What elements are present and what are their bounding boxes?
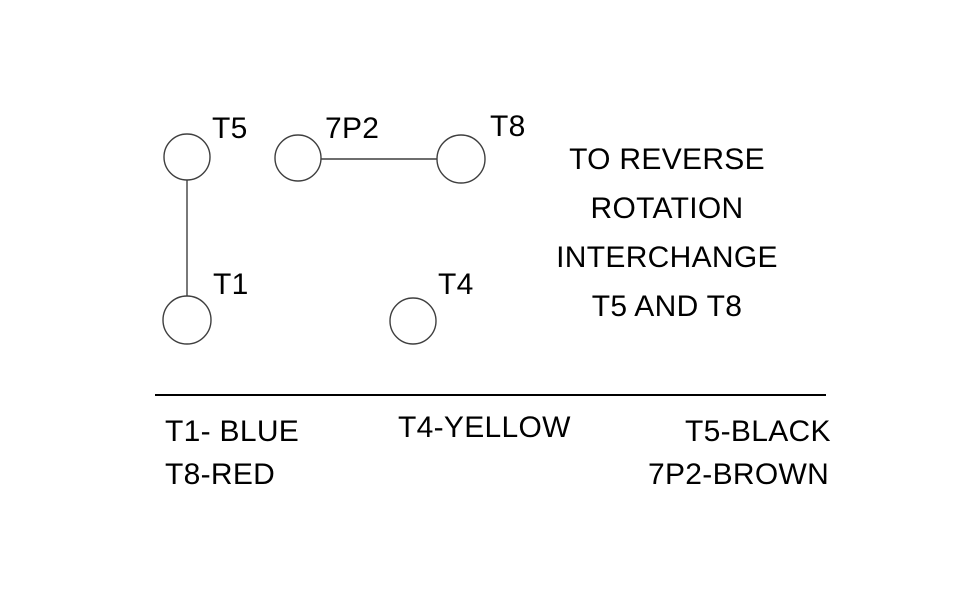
- legend-item-t4-yellow: T4-YELLOW: [398, 411, 571, 444]
- reverse-rotation-note: TO REVERSE ROTATION INTERCHANGE T5 AND T…: [517, 135, 817, 331]
- terminal-label-t1: T1: [213, 268, 249, 301]
- terminal-t8-circle: [436, 134, 486, 184]
- terminal-label-t4: T4: [438, 268, 474, 301]
- terminal-t5-circle: [163, 133, 211, 181]
- legend-item-7p2-brown: 7P2-BROWN: [648, 458, 830, 491]
- terminal-label-t5: T5: [212, 112, 248, 145]
- legend-item-t5-black: T5-BLACK: [685, 415, 831, 448]
- terminal-t4-circle: [389, 297, 437, 345]
- terminal-7p2-circle: [274, 134, 322, 182]
- terminal-t1-circle: [162, 295, 212, 345]
- terminal-label-t8: T8: [490, 110, 526, 143]
- note-line-4: T5 AND T8: [591, 290, 743, 323]
- legend-item-t8-red: T8-RED: [165, 458, 276, 491]
- terminal-label-7p2: 7P2: [325, 112, 380, 145]
- note-line-1: TO REVERSE: [569, 143, 765, 176]
- note-line-2: ROTATION: [590, 192, 744, 225]
- note-line-3: INTERCHANGE: [556, 241, 778, 274]
- legend-item-t1-blue: T1- BLUE: [165, 415, 300, 448]
